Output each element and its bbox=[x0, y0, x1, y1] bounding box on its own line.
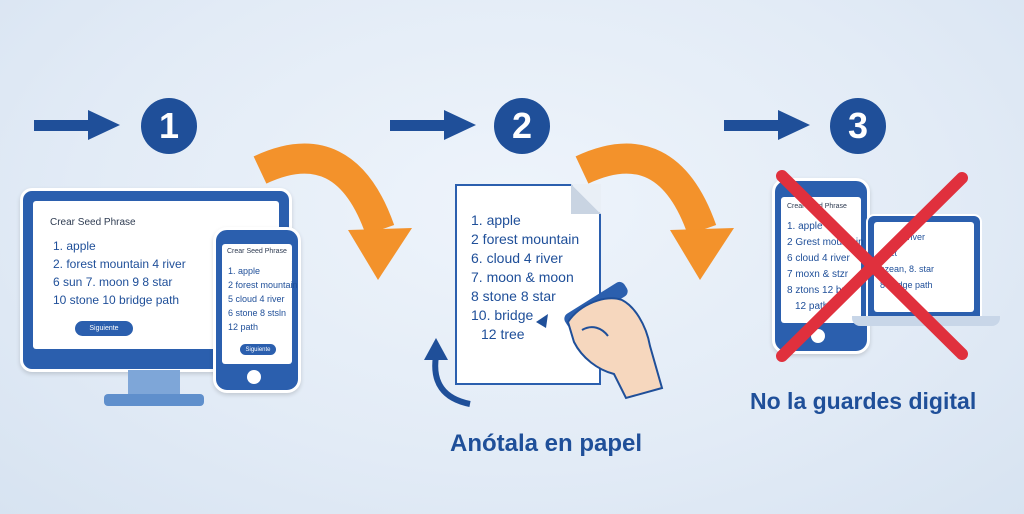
step3-arrow-icon bbox=[724, 110, 810, 140]
step2-arrow-icon bbox=[390, 110, 476, 140]
paper-note: 1. apple 2 forest mountain 6. cloud 4 ri… bbox=[455, 184, 601, 385]
laptop-word-line: 4 river bbox=[900, 232, 926, 242]
phone1-word-line: 1. apple bbox=[228, 266, 261, 276]
step3-caption: No la guardes digital bbox=[750, 388, 977, 414]
forbidden-cross-icon bbox=[776, 170, 968, 362]
monitor-word-line: 2. forest mountain 4 river bbox=[53, 257, 186, 271]
phone3-word-line: 7 moxn & stzr bbox=[787, 269, 849, 280]
phone3-word-line: 6 cloud 4 river bbox=[787, 253, 850, 264]
paper-dog-ear-icon bbox=[571, 184, 601, 214]
phone3-word-line: 12 path bbox=[795, 301, 829, 312]
paper-word-line: 6. cloud 4 river bbox=[471, 250, 563, 266]
hand-writing-icon bbox=[536, 281, 664, 400]
curved-arrow-2-icon bbox=[575, 143, 734, 280]
laptop-screen: 4 river 8. zt szean, 8. star 8 bridge pa… bbox=[874, 222, 974, 312]
step2-caption: Anótala en papel bbox=[450, 430, 643, 457]
phone3-home-button[interactable] bbox=[811, 329, 825, 343]
paper-word-line: 10. bridge bbox=[471, 307, 534, 323]
monitor-screen-title: Crear Seed Phrase bbox=[50, 217, 136, 228]
phone1-screen-title: Crear Seed Phrase bbox=[227, 248, 287, 255]
phone3-word-line: 1. apple bbox=[787, 221, 823, 232]
curved-arrow-1-icon bbox=[253, 143, 412, 280]
phone1-word-line: 12 path bbox=[228, 322, 259, 332]
phone1-word-line: 2 forest mountain bbox=[228, 280, 298, 290]
phone1-word-line: 5 cloud 4 river bbox=[228, 294, 285, 304]
monitor-word-line: 1. apple bbox=[53, 239, 96, 253]
return-arrow-icon bbox=[424, 338, 471, 407]
monitor-next-button[interactable]: Siguiente bbox=[75, 321, 133, 336]
monitor-stand-foot bbox=[104, 394, 204, 406]
phone1-next-button[interactable]: Siguiente bbox=[240, 344, 276, 355]
paper-word-line: 1. apple bbox=[471, 212, 521, 228]
paper-word-line: 12 tree bbox=[481, 326, 525, 342]
paper-word-line: 2 forest mountain bbox=[471, 231, 580, 247]
phone1-word-line: 6 stone 8 stsln bbox=[228, 308, 287, 318]
laptop-lid: 4 river 8. zt szean, 8. star 8 bridge pa… bbox=[866, 214, 982, 320]
step1-badge: 1 bbox=[141, 98, 197, 154]
step3-badge: 3 bbox=[830, 98, 886, 154]
phone1-home-button[interactable] bbox=[247, 370, 261, 384]
monitor-word-line: 10 stone 10 bridge path bbox=[53, 293, 180, 307]
phone-step1: Crear Seed Phrase 1. apple 2 forest moun… bbox=[213, 227, 301, 393]
step1-arrow-icon bbox=[34, 110, 120, 140]
monitor-stand-neck bbox=[128, 370, 180, 396]
paper-word-line: 7. moon & moon bbox=[471, 269, 574, 285]
phone-step1-screen: Crear Seed Phrase 1. apple 2 forest moun… bbox=[222, 244, 298, 364]
laptop-word-line: 8 bridge path bbox=[880, 280, 933, 290]
laptop-word-line: szean, 8. star bbox=[880, 264, 935, 274]
monitor-word-line: 6 sun 7. moon 9 8 star bbox=[53, 275, 173, 289]
phone3-word-line: 8 ztons 12 br bbox=[787, 285, 845, 296]
paper-word-line: 8 stone 8 star bbox=[471, 288, 556, 304]
step2-badge: 2 bbox=[494, 98, 550, 154]
phone3-word-line: 2 Grest mountain bbox=[787, 237, 864, 248]
